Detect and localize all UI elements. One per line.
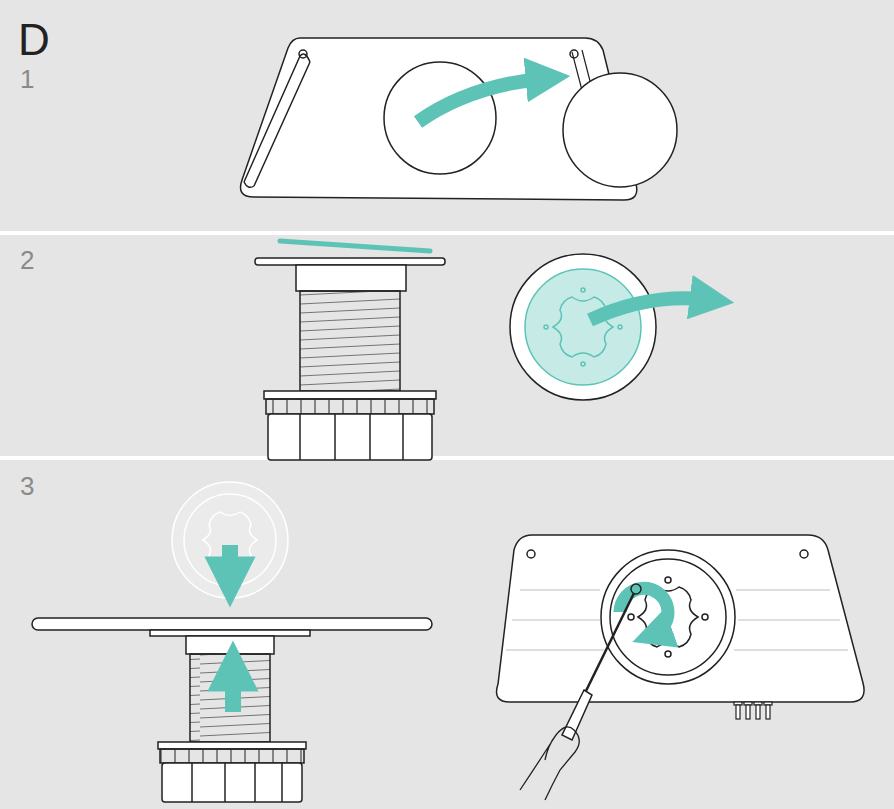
peel-arrow [590, 298, 712, 320]
step-number: 2 [20, 247, 34, 273]
hand [520, 727, 579, 800]
press-arrow [222, 545, 238, 582]
adhesive-film [280, 241, 430, 251]
section-letter: D [18, 18, 50, 62]
remove-arrow [418, 78, 548, 122]
mount-disc [510, 254, 656, 400]
adhesive-preview [172, 482, 288, 598]
step-number: 1 [20, 66, 34, 92]
mounting-plate [241, 38, 678, 200]
column-mount [32, 618, 432, 802]
turn-arrow [620, 588, 668, 635]
panel [0, 0, 894, 231]
screwdriver [562, 584, 641, 740]
lift-arrow [225, 666, 241, 712]
screws [734, 702, 772, 719]
column-mount [255, 258, 445, 460]
panel [0, 235, 894, 456]
step-number: 3 [20, 473, 34, 499]
panel [0, 460, 894, 809]
mounting-plate [497, 535, 865, 702]
